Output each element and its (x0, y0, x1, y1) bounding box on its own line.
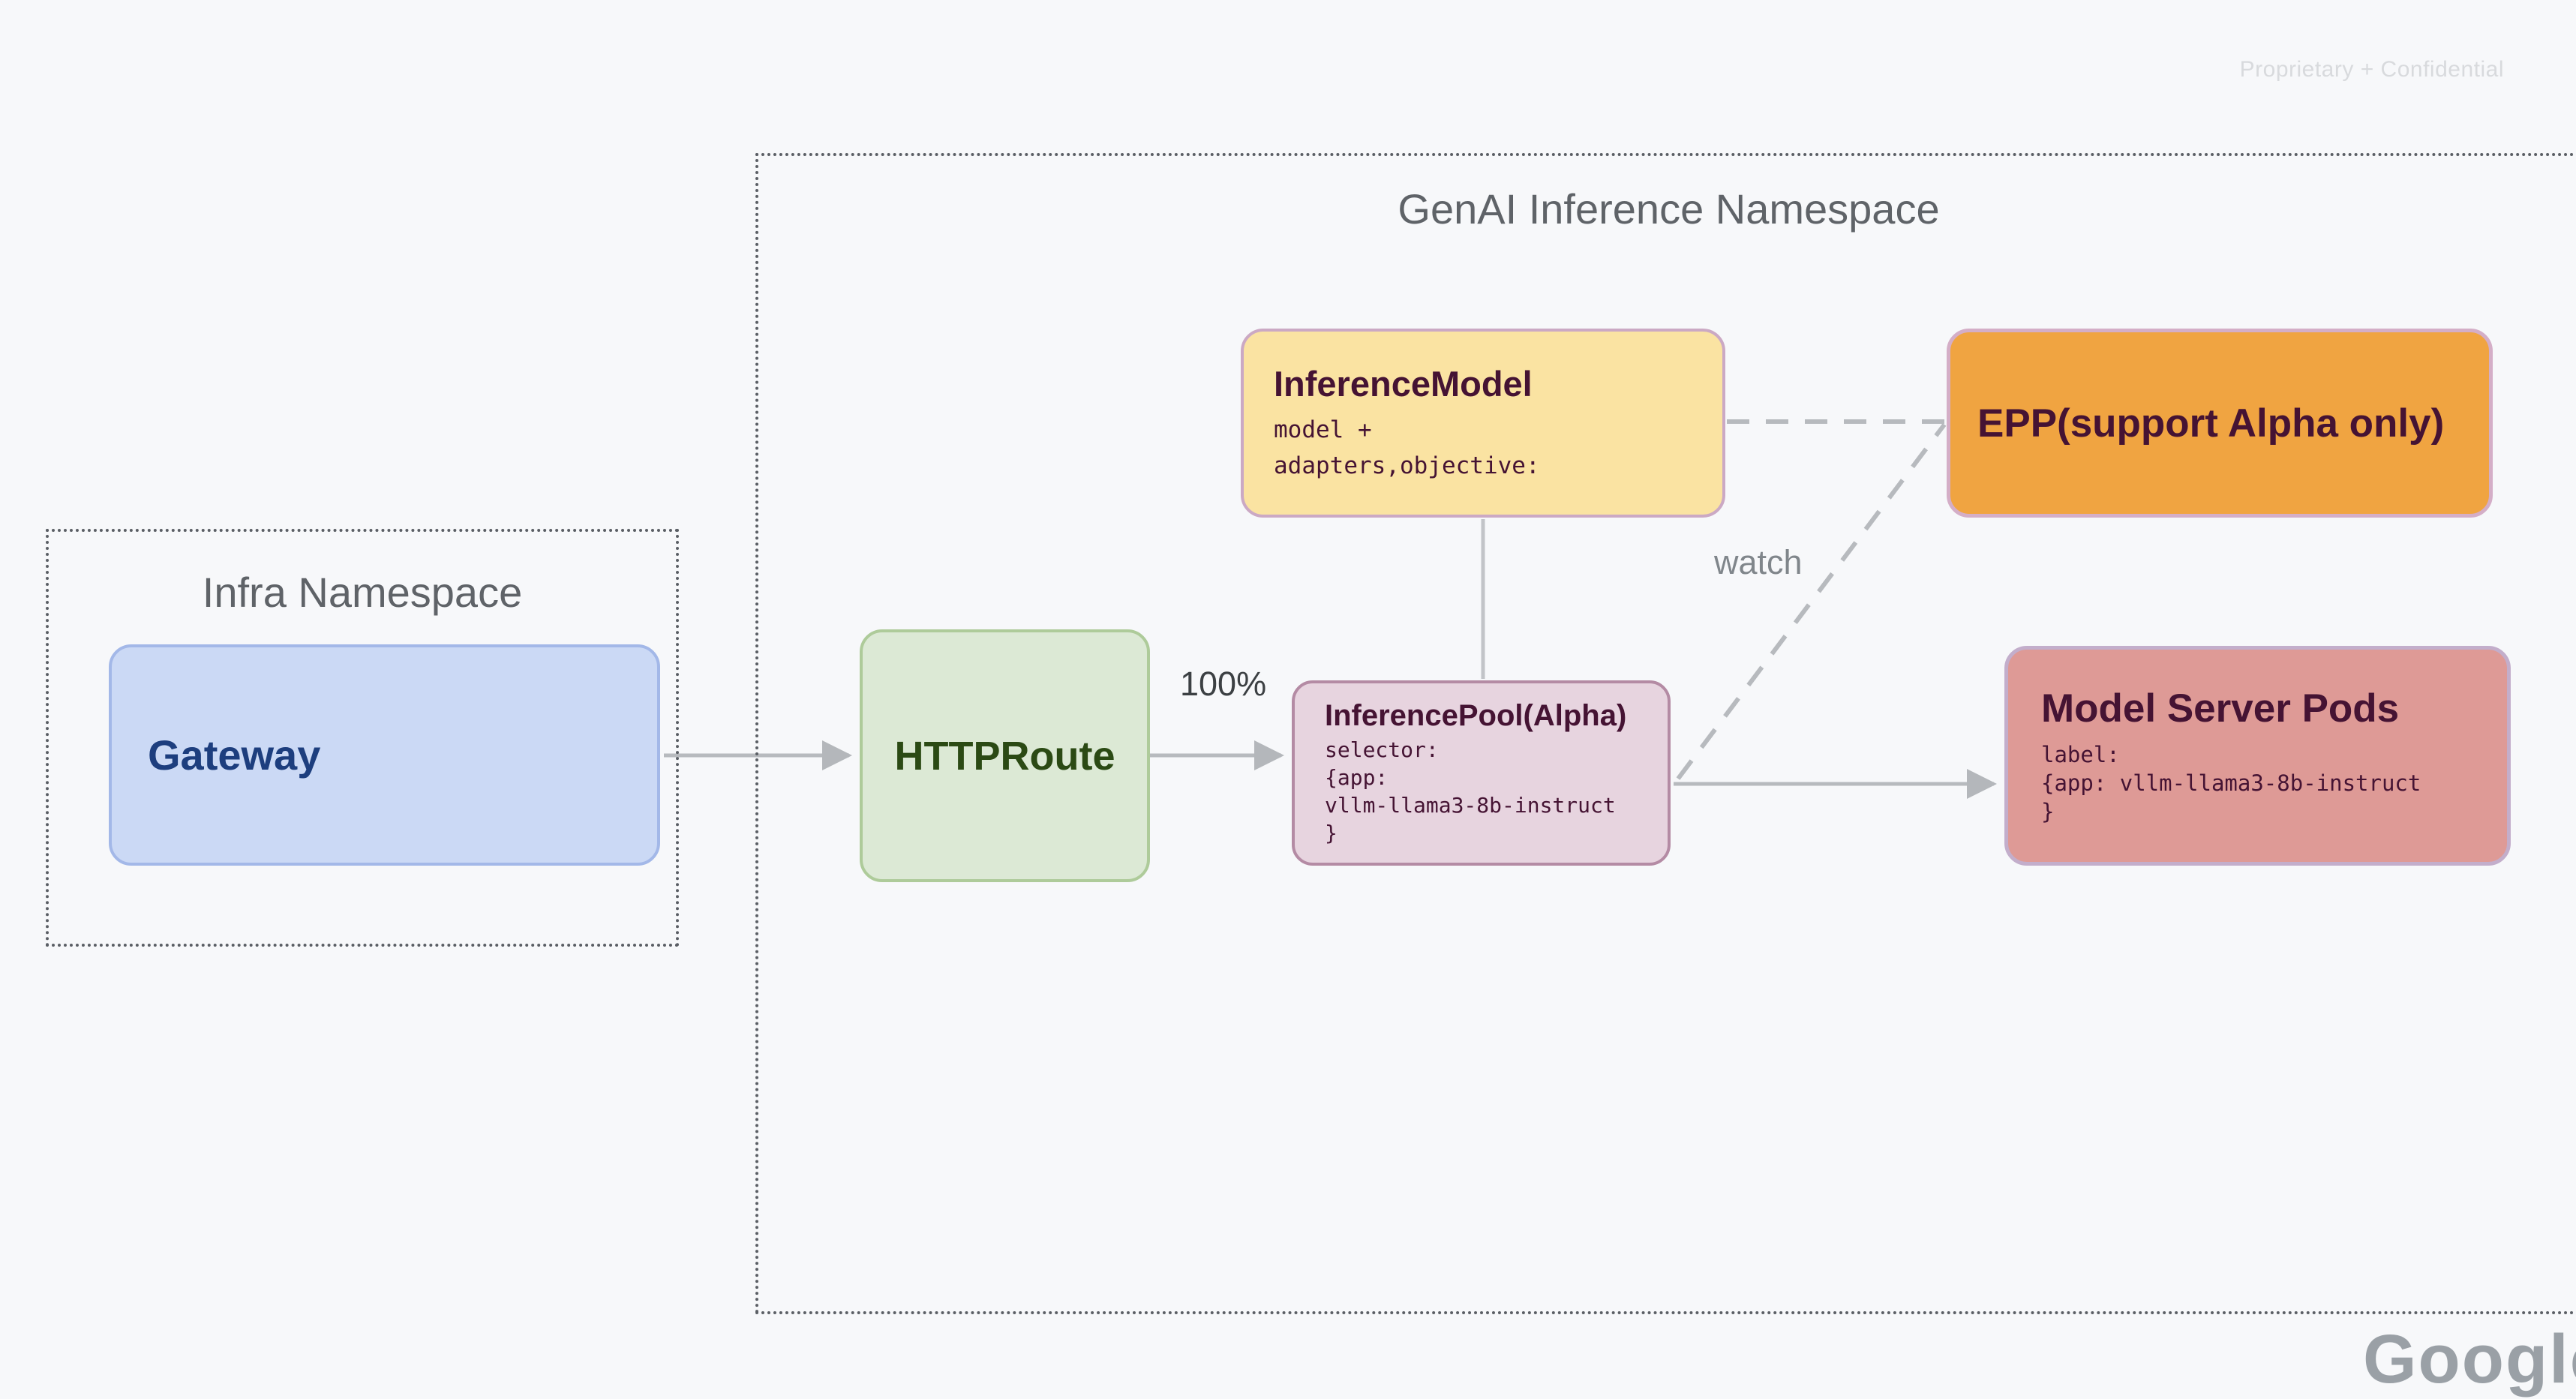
model-server-pods-title: Model Server Pods (2041, 686, 2400, 731)
inference-pool-node[interactable]: InferencePool(Alpha) selector: {app: vll… (1292, 680, 1671, 866)
epp-label: EPP(support Alpha only) (1977, 401, 2445, 446)
edge-inferencepool-epp-dashed (1676, 423, 1947, 780)
genai-namespace-title: GenAI Inference Namespace (1398, 185, 1940, 233)
confidential-label: Proprietary + Confidential (2239, 57, 2504, 82)
gateway-node[interactable]: Gateway (109, 644, 660, 866)
model-server-pods-spec: label: {app: vllm-llama3-8b-instruct } (2041, 742, 2421, 824)
model-server-pods-node[interactable]: Model Server Pods label: {app: vllm-llam… (2004, 646, 2511, 866)
google-logo: Google (2363, 1321, 2576, 1397)
httproute-label: HTTPRoute (894, 733, 1115, 779)
infra-namespace-box: Infra Namespace (46, 529, 679, 947)
slide-canvas: Proprietary + Confidential Infra Namespa… (46, 57, 2576, 1397)
inference-model-node[interactable]: InferenceModel model + adapters,objectiv… (1241, 329, 1725, 518)
inference-pool-spec: selector: {app: vllm-llama3-8b-instruct … (1325, 737, 1616, 845)
inference-model-title: InferenceModel (1274, 363, 1533, 404)
gateway-label: Gateway (148, 731, 321, 779)
inference-model-spec: model + adapters,objective: (1274, 416, 1540, 479)
connector-lines (664, 419, 1997, 799)
inference-pool-title: InferencePool(Alpha) (1325, 699, 1627, 732)
infra-namespace-title: Infra Namespace (202, 569, 523, 616)
epp-node[interactable]: EPP(support Alpha only) (1947, 329, 2493, 518)
route-weight-label: 100% (1180, 665, 1267, 703)
watch-label: watch (1714, 543, 1803, 581)
genai-namespace-box: GenAI Inference Namespace (755, 153, 2576, 1314)
httproute-node[interactable]: HTTPRoute (860, 629, 1150, 882)
